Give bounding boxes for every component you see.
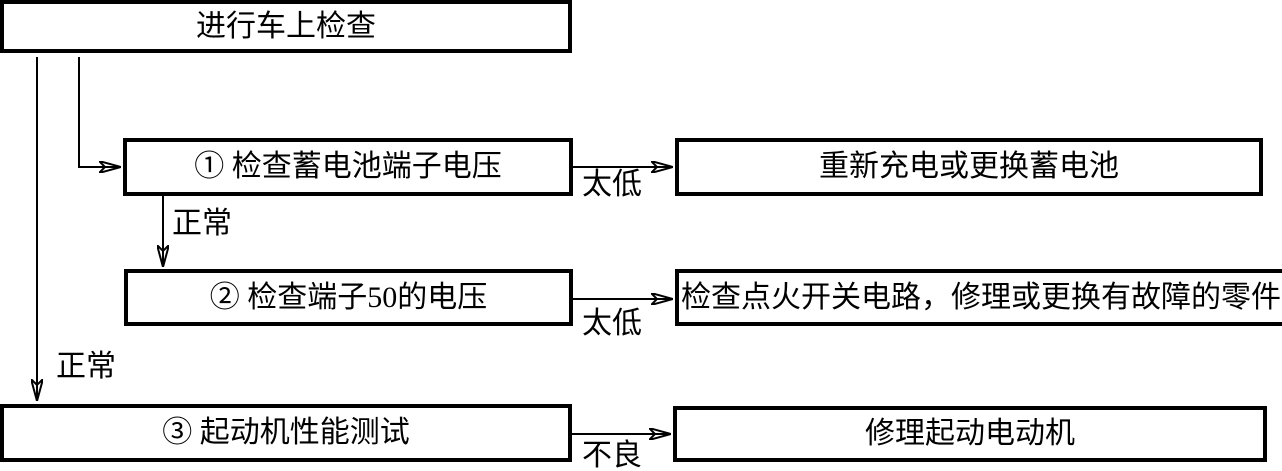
edge-label-normal-start-to-step3: 正常 [56, 350, 116, 383]
node-action3-repair-starter-motor: 修理起动电动机 [673, 406, 1267, 462]
node-action1-recharge-or-replace-battery: 重新充电或更换蓄电池 [675, 138, 1263, 196]
edge-label-too-low-step2: 太低 [582, 307, 642, 340]
node-step3-starter-performance-test: ③ 起动机性能测试 [0, 404, 572, 462]
edge-label-too-low-step1: 太低 [582, 168, 642, 201]
node-start: 进行车上检查 [0, 0, 572, 53]
node-action2-check-ignition-switch-circuit: 检查点火开关电路，修理或更换有故障的零件 [675, 269, 1282, 326]
node-step2-check-terminal-50-voltage: ② 检查端子50的电压 [124, 269, 573, 326]
edge-start-to-step1 [78, 57, 120, 167]
edge-label-normal-step1-to-step2: 正常 [172, 207, 232, 240]
edge-label-faulty-step3: 不良 [582, 439, 642, 471]
node-step1-check-battery-terminal-voltage: ① 检查蓄电池端子电压 [123, 138, 573, 196]
